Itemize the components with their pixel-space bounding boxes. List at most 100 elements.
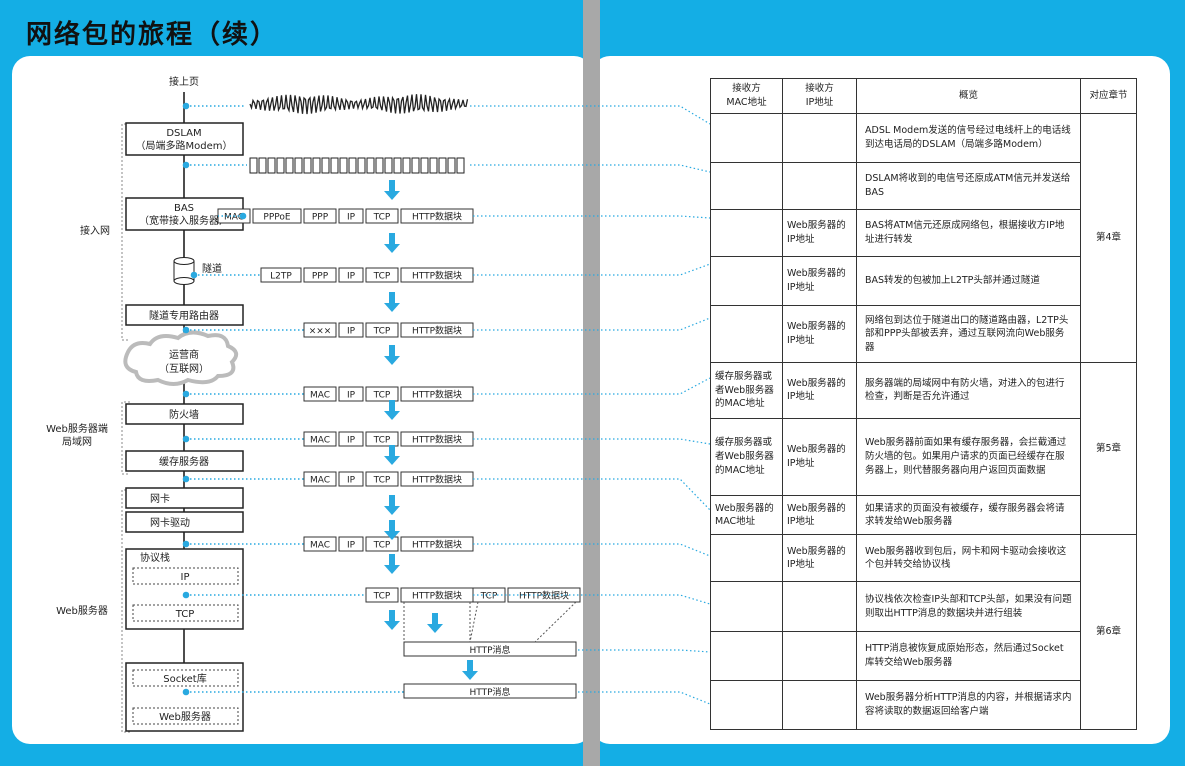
isp-cloud bbox=[123, 330, 239, 386]
header-field-label: MAC bbox=[310, 436, 330, 446]
header-field-label: TCP bbox=[480, 592, 498, 602]
header-field-label: HTTP数据块 bbox=[412, 325, 462, 337]
ip-cell: Web服务器的IP地址 bbox=[782, 534, 857, 583]
atm-cell bbox=[249, 157, 258, 174]
chapter-cell: 第5章 bbox=[1080, 362, 1137, 536]
down-arrow bbox=[384, 495, 400, 515]
header-field-label: TCP bbox=[373, 213, 391, 223]
header-field-label: MAC bbox=[224, 213, 244, 223]
tunnel-label: 隧道 bbox=[202, 262, 222, 275]
header-field-label: TCP bbox=[373, 541, 391, 551]
down-arrow bbox=[384, 445, 400, 465]
overview-cell: Web服务器收到包后，网卡和网卡驱动会接收这个包并转交给协议栈 bbox=[856, 534, 1081, 583]
header-field-label: IP bbox=[347, 327, 356, 337]
webserver-app-label: Web服务器 bbox=[159, 710, 211, 723]
overview-cell: 如果请求的页面没有被缓存，缓存服务器会将请求转发给Web服务器 bbox=[856, 495, 1081, 536]
header-overview: 概览 bbox=[856, 78, 1081, 114]
header-field bbox=[365, 267, 399, 283]
header-field-label: L2TP bbox=[270, 272, 292, 282]
header-field-label: MAC bbox=[310, 476, 330, 486]
segment-web-lan: Web服务器端局域网 bbox=[46, 422, 108, 448]
atm-cell bbox=[366, 157, 375, 174]
header-field bbox=[338, 536, 364, 552]
header-field bbox=[260, 267, 302, 283]
overview-cell: 服务器端的局域网中有防火墙，对进入的包进行检查，判断是否允许通过 bbox=[856, 362, 1081, 419]
ip-cell: Web服务器的IP地址 bbox=[782, 208, 857, 257]
header-field bbox=[365, 386, 399, 402]
atm-cell bbox=[375, 157, 384, 174]
table-connector bbox=[473, 594, 711, 605]
mac-cell bbox=[710, 679, 783, 731]
header-field bbox=[252, 208, 302, 224]
nic-box bbox=[125, 487, 244, 509]
protocol-stack-label: 协议栈 bbox=[140, 551, 170, 564]
header-field bbox=[365, 536, 399, 552]
table-row: Web服务器分析HTTP消息的内容，并根据请求内容将读取的数据返回给客户端 bbox=[710, 679, 1137, 731]
table-connector bbox=[473, 478, 711, 511]
ip-layer-label: IP bbox=[181, 572, 190, 583]
http-message-block-2 bbox=[403, 683, 577, 699]
table-connector bbox=[470, 164, 711, 173]
header-field-label: HTTP数据块 bbox=[412, 211, 462, 223]
cache-server-box bbox=[125, 450, 244, 472]
atm-cell bbox=[303, 157, 312, 174]
table-row: Web服务器的IP地址网络包到达位于隧道出口的隧道路由器，L2TP头部和PPP头… bbox=[710, 304, 1137, 364]
dslam-box bbox=[125, 122, 244, 156]
page-title: 网络包的旅程（续） bbox=[26, 20, 279, 50]
header-field bbox=[365, 208, 399, 224]
overview-cell: 协议栈依次检查IP头部和TCP头部，如果没有问题则取出HTTP消息的数据块并进行… bbox=[856, 581, 1081, 632]
down-arrow bbox=[384, 610, 400, 630]
header-field bbox=[365, 471, 399, 487]
mac-cell bbox=[710, 112, 783, 163]
header-field-label: HTTP数据块 bbox=[412, 389, 462, 401]
page-divider bbox=[583, 0, 600, 766]
atm-cell bbox=[438, 157, 447, 174]
overview-cell: Web服务器前面如果有缓存服务器，会拦截通过防火墙的包。如果用户请求的页面已经缓… bbox=[856, 417, 1081, 497]
firewall-label: 防火墙 bbox=[169, 408, 199, 421]
overview-cell: 网络包到达位于隧道出口的隧道路由器，L2TP头部和PPP头部被丢弃，通过互联网流… bbox=[856, 304, 1081, 364]
mac-cell bbox=[710, 161, 783, 210]
table-connector bbox=[473, 377, 711, 395]
overview-cell: BAS转发的包被加上L2TP头部并通过隧道 bbox=[856, 255, 1081, 307]
atm-cell bbox=[411, 157, 420, 174]
atm-cell bbox=[348, 157, 357, 174]
header-chapter: 对应章节 bbox=[1080, 78, 1137, 114]
header-field bbox=[303, 322, 337, 338]
webserver-app-box bbox=[132, 707, 239, 725]
http-message-label: HTTP消息 bbox=[469, 644, 510, 656]
header-field bbox=[338, 208, 364, 224]
tunnel-router-box bbox=[125, 304, 244, 326]
atm-cell bbox=[393, 157, 402, 174]
table-row: HTTP消息被恢复成原始形态，然后通过Socket库转交给Web服务器 bbox=[710, 630, 1137, 681]
assembly-line bbox=[469, 601, 479, 643]
table-connector bbox=[470, 105, 711, 125]
table-row: ADSL Modem发送的信号经过电线杆上的电话线到达电话局的DSLAM（局端多… bbox=[710, 112, 1137, 364]
ip-layer-box bbox=[132, 567, 239, 585]
mac-cell bbox=[710, 630, 783, 681]
atm-cell bbox=[276, 157, 285, 174]
table-connector bbox=[473, 215, 711, 219]
isp-label: 运营商（互联网） bbox=[159, 348, 209, 375]
header-field-label: HTTP数据块 bbox=[412, 270, 462, 282]
mac-cell bbox=[710, 581, 783, 632]
mac-cell: Web服务器的MAC地址 bbox=[710, 495, 783, 536]
table-row: DSLAM将收到的电信号还原成ATM信元并发送给BAS bbox=[710, 161, 1137, 210]
header-field bbox=[365, 322, 399, 338]
header-field bbox=[338, 431, 364, 447]
header-field-label: MAC bbox=[310, 541, 330, 551]
ip-cell: Web服务器的IP地址 bbox=[782, 304, 857, 364]
firewall-box bbox=[125, 403, 244, 425]
header-field-label: HTTP数据块 bbox=[412, 474, 462, 486]
header-field-label: TCP bbox=[373, 391, 391, 401]
ip-cell bbox=[782, 581, 857, 632]
table-row: 协议栈依次检查IP头部和TCP头部，如果没有问题则取出HTTP消息的数据块并进行… bbox=[710, 581, 1137, 632]
header-field-label: IP bbox=[347, 541, 356, 551]
header-field-label: IP bbox=[347, 476, 356, 486]
ip-cell: Web服务器的IP地址 bbox=[782, 495, 857, 536]
